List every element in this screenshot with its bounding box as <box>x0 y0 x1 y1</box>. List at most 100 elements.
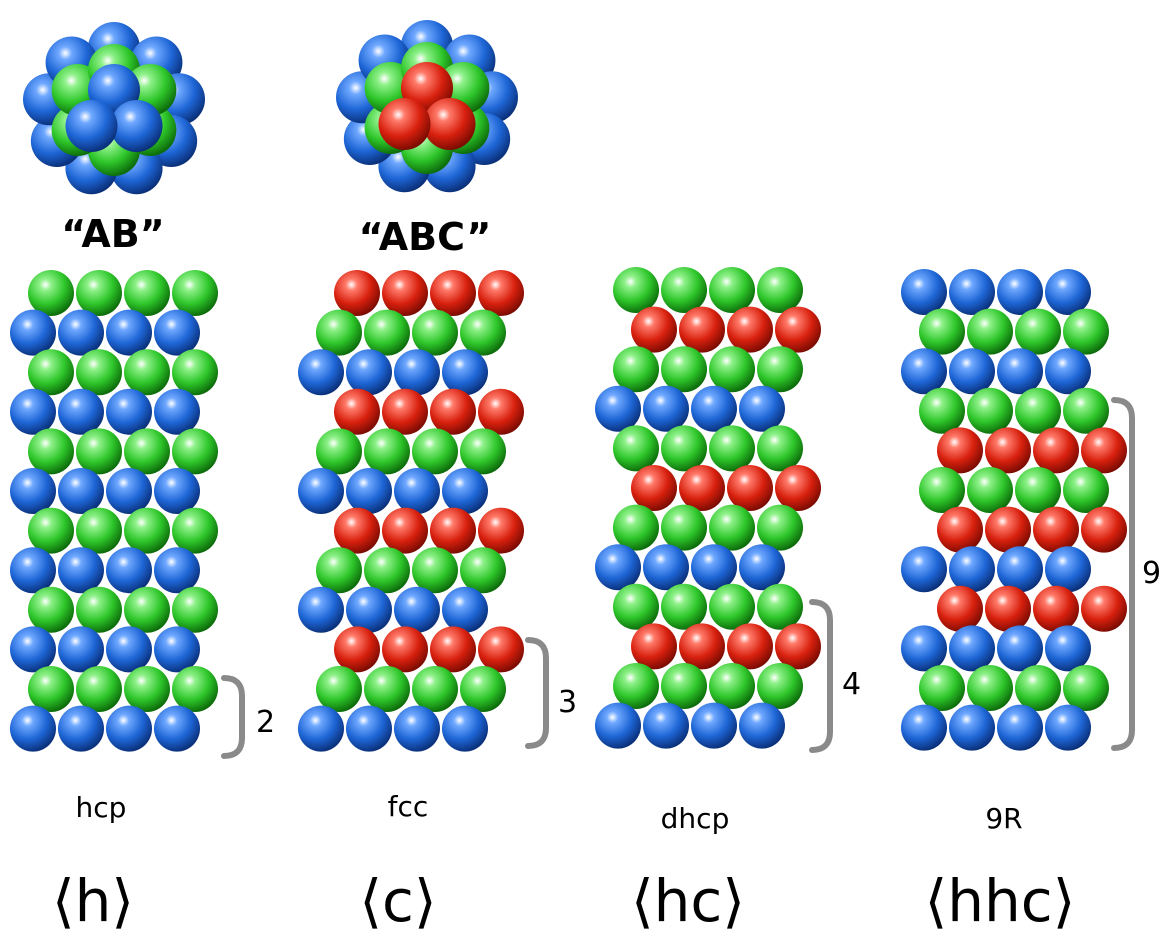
atom-layer-b <box>460 428 506 475</box>
atom-layer-a <box>643 385 689 432</box>
ab-cluster-illustration <box>23 22 205 195</box>
atom-layer-b <box>124 270 170 316</box>
atom-layer-a <box>298 705 344 752</box>
atom-layer-c <box>775 465 821 511</box>
atom-layer-b <box>967 308 1013 355</box>
atom-layer-c <box>985 506 1031 553</box>
atom-layer-b <box>1063 665 1109 711</box>
atom-layer-a <box>949 704 995 751</box>
atom-layer-a <box>1045 704 1091 751</box>
atom-layer-c <box>937 506 983 553</box>
atom-layer-b <box>460 309 506 356</box>
atom-layer-a <box>901 625 947 672</box>
atom-layer-b <box>124 507 170 554</box>
atom-layer-b <box>757 425 803 472</box>
atom-layer-a <box>949 269 995 315</box>
atom-layer-b <box>28 507 74 554</box>
atom-layer-a <box>595 544 641 591</box>
atom-layer-a <box>58 705 104 752</box>
hcp-period-number: 2 <box>256 705 275 740</box>
atom-layer-c <box>679 623 725 670</box>
dhcp-notation: ⟨hc⟩ <box>631 867 745 933</box>
atom-layer-a <box>739 385 785 432</box>
atom-layer-c <box>1081 585 1127 632</box>
atom-layer-a <box>10 626 56 673</box>
atom-layer-a <box>10 705 56 752</box>
fcc-stack <box>298 270 524 752</box>
atom-layer-b <box>76 270 122 316</box>
atom-layer-a <box>691 385 737 432</box>
atom-layer-c <box>478 507 524 554</box>
atom-layer-c <box>1033 427 1079 474</box>
atom-layer-c <box>478 626 524 673</box>
fcc-period-number: 3 <box>558 685 577 720</box>
atom-layer-a <box>997 546 1043 593</box>
9r-stack <box>901 269 1127 751</box>
atom-layer-a <box>442 705 488 752</box>
atom-layer-c <box>430 270 476 316</box>
atom-layer-b <box>1015 308 1061 355</box>
atom-layer-b <box>76 428 122 475</box>
atom-layer-b <box>1015 387 1061 434</box>
atom-layer-a <box>65 100 118 152</box>
atom-layer-a <box>442 349 488 396</box>
atom-layer-a <box>154 309 200 356</box>
atom-layer-b <box>757 504 803 551</box>
atom-layer-a <box>346 705 392 752</box>
dhcp-period-bracket <box>809 599 833 753</box>
atom-layer-a <box>106 626 152 673</box>
atom-layer-a <box>997 269 1043 315</box>
atom-layer-a <box>1045 546 1091 593</box>
atom-layer-a <box>154 547 200 594</box>
atom-layer-a <box>643 702 689 749</box>
atom-layer-a <box>10 547 56 594</box>
atom-layer-b <box>364 547 410 594</box>
atom-layer-b <box>709 346 755 393</box>
atom-layer-b <box>460 547 506 594</box>
atom-layer-c <box>478 388 524 435</box>
atom-layer-a <box>997 625 1043 672</box>
atom-layer-c <box>631 465 677 511</box>
atom-layer-b <box>316 309 362 356</box>
atom-layer-b <box>76 349 122 396</box>
atom-layer-b <box>172 428 218 475</box>
atom-layer-b <box>967 467 1013 513</box>
atom-layer-b <box>364 428 410 475</box>
atom-layer-c <box>1033 585 1079 632</box>
atom-layer-b <box>661 663 707 709</box>
fcc-notation: ⟨c⟩ <box>359 867 436 933</box>
atom-layer-a <box>58 468 104 514</box>
atom-layer-b <box>613 425 659 472</box>
atom-layer-b <box>1063 387 1109 434</box>
atom-layer-b <box>919 387 965 434</box>
atom-layer-b <box>1015 665 1061 711</box>
atom-layer-b <box>316 666 362 712</box>
atom-layer-a <box>901 269 947 315</box>
atom-layer-b <box>76 666 122 712</box>
atom-layer-c <box>382 270 428 316</box>
atom-layer-b <box>757 267 803 313</box>
atom-layer-b <box>661 425 707 472</box>
atom-layer-b <box>124 666 170 712</box>
atom-layer-a <box>10 388 56 435</box>
hcp-stack <box>10 270 218 752</box>
atom-layer-c <box>937 427 983 474</box>
atom-layer-b <box>709 267 755 313</box>
atom-layer-c <box>1033 506 1079 553</box>
atom-layer-c <box>430 507 476 554</box>
atom-layer-a <box>1045 269 1091 315</box>
atom-layer-b <box>412 666 458 712</box>
atom-layer-a <box>901 348 947 395</box>
atom-layer-c <box>334 507 380 554</box>
atom-layer-b <box>661 267 707 313</box>
atom-layer-a <box>346 468 392 514</box>
atom-layer-b <box>661 346 707 393</box>
atom-layer-a <box>10 468 56 514</box>
atom-layer-b <box>172 666 218 712</box>
atom-layer-b <box>172 270 218 316</box>
atom-layer-c <box>382 626 428 673</box>
atom-layer-c <box>478 270 524 316</box>
atom-layer-a <box>394 705 440 752</box>
atom-layer-b <box>124 349 170 396</box>
atom-layer-c <box>334 388 380 435</box>
